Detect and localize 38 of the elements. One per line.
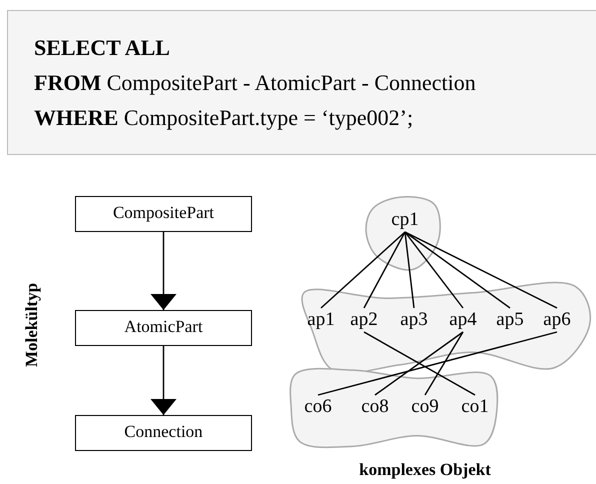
class-name: AtomicPart	[123, 317, 204, 337]
axis-caption: Molekültyp	[22, 282, 42, 368]
object-id: co1	[460, 395, 490, 419]
connector-line	[424, 332, 464, 396]
object-id: cp1	[390, 208, 420, 232]
query-panel	[7, 10, 596, 155]
connector-line	[320, 231, 406, 309]
object-outline	[289, 366, 501, 448]
object-id: ap5	[495, 308, 525, 332]
object-id: ap1	[306, 308, 336, 332]
object-id: ap6	[542, 308, 572, 332]
connector-line	[364, 331, 476, 396]
object-id: ap2	[349, 308, 379, 332]
query-line: SELECT ALL	[34, 35, 170, 61]
query-line: FROM CompositePart - AtomicPart - Connection	[34, 70, 476, 96]
connector-line	[374, 331, 464, 396]
connector-line	[404, 232, 464, 308]
class-box	[75, 415, 252, 451]
query-line: WHERE CompositePart.type = ‘type002’;	[34, 105, 414, 131]
connector-line	[404, 231, 558, 309]
connector-line	[404, 232, 415, 308]
connector-line	[363, 232, 406, 308]
class-box	[75, 196, 252, 232]
object-id: ap3	[399, 308, 429, 332]
arrow	[150, 232, 176, 310]
object-id: ap4	[448, 308, 478, 332]
class-box	[75, 310, 252, 346]
class-name: Connection	[123, 422, 204, 442]
object-id: co6	[303, 395, 333, 419]
object-outline	[366, 197, 438, 271]
caption: komplexes Objekt	[359, 460, 491, 480]
class-name: CompositePart	[112, 203, 216, 223]
connector-line	[318, 331, 558, 396]
arrow	[150, 346, 176, 415]
object-id: co8	[360, 395, 390, 419]
object-outline	[298, 282, 590, 372]
object-id: co9	[410, 395, 440, 419]
connector-line	[404, 231, 510, 309]
